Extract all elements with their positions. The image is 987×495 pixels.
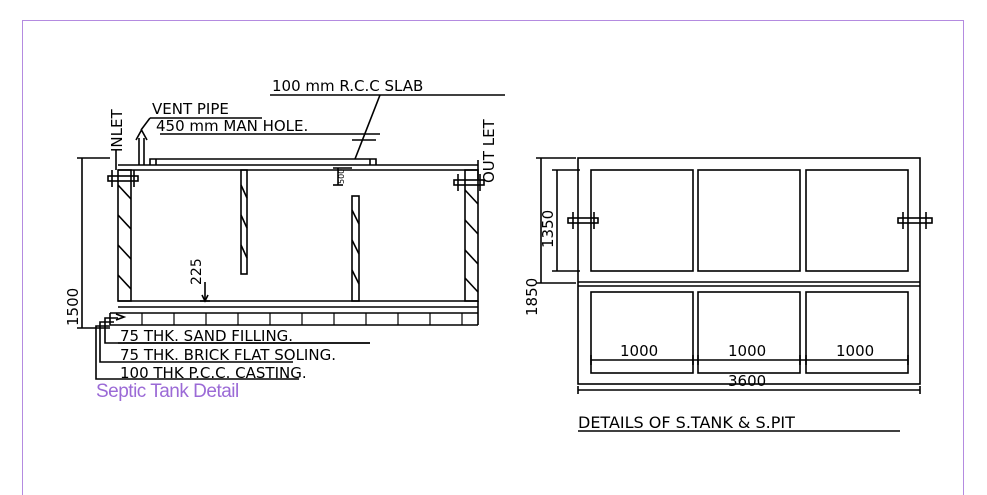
vent-pipe-label: VENT PIPE (152, 100, 229, 118)
dim-225: 225 (189, 258, 205, 285)
dim-1350: 1350 (539, 210, 557, 248)
outlet-label: OUT LET (480, 118, 498, 183)
tank-plan (536, 157, 933, 432)
inlet-label: INLET (108, 109, 126, 152)
caption: Septic Tank Detail (96, 381, 239, 402)
bay-dim-2: 1000 (728, 342, 766, 360)
manhole-label: 450 mm MAN HOLE. (156, 117, 308, 135)
tank-section (77, 94, 505, 380)
slab-label: 100 mm R.C.C SLAB (272, 77, 423, 95)
plan-title: DETAILS OF S.TANK & S.PIT (578, 413, 795, 432)
layer-pcc-label: 100 THK P.C.C. CASTING. (120, 364, 307, 382)
dim-500: 500 (337, 169, 346, 184)
bay-dim-3: 1000 (836, 342, 874, 360)
dim-1850: 1850 (523, 278, 541, 316)
bay-dim-1: 1000 (620, 342, 658, 360)
layer-brick-label: 75 THK. BRICK FLAT SOLING. (120, 346, 336, 364)
layer-sand-label: 75 THK. SAND FILLING. (120, 327, 293, 345)
total-dim: 3600 (728, 372, 766, 390)
dim-1500: 1500 (64, 288, 82, 326)
drawing-frame (22, 20, 964, 495)
